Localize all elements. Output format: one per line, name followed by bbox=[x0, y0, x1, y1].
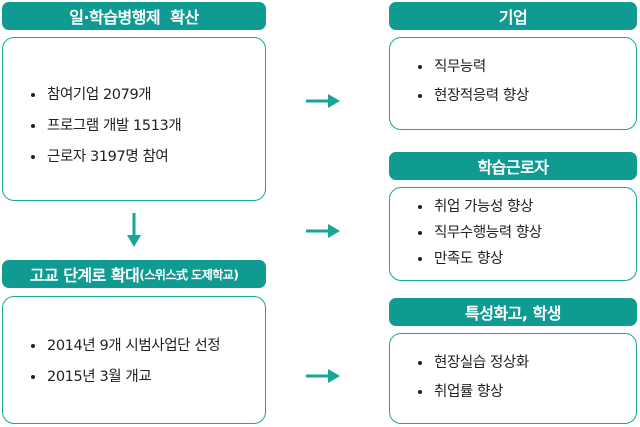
bullet-icon bbox=[31, 344, 35, 348]
bullet-icon bbox=[31, 124, 35, 128]
header-high-school-expansion-label: 고교 단계로 확대 bbox=[29, 266, 140, 285]
bullet-icon bbox=[31, 155, 35, 159]
list-company: 직무능력 현장적응력 향상 bbox=[390, 58, 636, 105]
list-item: 직무수행능력 향상 bbox=[390, 224, 636, 242]
list-item: 프로그램 개발 1513개 bbox=[3, 117, 265, 135]
header-high-school-expansion-sub: (스위스式 도제학교) bbox=[139, 267, 239, 282]
list-item: 현장적응력 향상 bbox=[390, 87, 636, 105]
list-work-learning-expansion: 참여기업 2079개 프로그램 개발 1513개 근로자 3197명 참여 bbox=[3, 86, 265, 166]
arrow-down-icon bbox=[127, 213, 141, 247]
list-item: 취업률 향상 bbox=[390, 383, 636, 401]
bullet-icon bbox=[418, 257, 422, 261]
bullet-icon bbox=[418, 205, 422, 209]
header-work-learning-expansion: 일·학습병행제 확산 bbox=[2, 2, 266, 30]
list-item: 참여기업 2079개 bbox=[3, 86, 265, 104]
bullet-icon bbox=[418, 361, 422, 365]
header-work-learning-expansion-label: 일·학습병행제 확산 bbox=[69, 8, 199, 27]
header-company: 기업 bbox=[389, 2, 637, 30]
box-learning-worker: 취업 가능성 향상 직무수행능력 향상 만족도 향상 bbox=[389, 187, 637, 281]
header-learning-worker-label: 학습근로자 bbox=[477, 158, 549, 177]
box-high-school-expansion: 2014년 9개 시범사업단 선정 2015년 3월 개교 bbox=[2, 296, 266, 424]
header-high-school-expansion: 고교 단계로 확대 (스위스式 도제학교) bbox=[2, 260, 266, 288]
arrow-right-icon bbox=[306, 224, 340, 238]
arrow-right-icon bbox=[306, 94, 340, 108]
arrow-right-icon bbox=[306, 369, 340, 383]
list-learning-worker: 취업 가능성 향상 직무수행능력 향상 만족도 향상 bbox=[390, 198, 636, 268]
header-vocational-student: 특성화고, 학생 bbox=[389, 298, 637, 326]
bullet-icon bbox=[31, 375, 35, 379]
bullet-icon bbox=[31, 93, 35, 97]
list-vocational-student: 현장실습 정상화 취업률 향상 bbox=[390, 354, 636, 401]
header-vocational-student-label: 특성화고, 학생 bbox=[465, 304, 561, 323]
list-item: 취업 가능성 향상 bbox=[390, 198, 636, 216]
list-item: 근로자 3197명 참여 bbox=[3, 148, 265, 166]
box-company: 직무능력 현장적응력 향상 bbox=[389, 37, 637, 130]
bullet-icon bbox=[418, 65, 422, 69]
header-learning-worker: 학습근로자 bbox=[389, 152, 637, 180]
bullet-icon bbox=[418, 231, 422, 235]
list-item: 현장실습 정상화 bbox=[390, 354, 636, 372]
list-item: 2015년 3월 개교 bbox=[3, 368, 265, 386]
bullet-icon bbox=[418, 94, 422, 98]
bullet-icon bbox=[418, 390, 422, 394]
list-item: 만족도 향상 bbox=[390, 250, 636, 268]
header-company-label: 기업 bbox=[498, 8, 528, 27]
list-high-school-expansion: 2014년 9개 시범사업단 선정 2015년 3월 개교 bbox=[3, 337, 265, 386]
list-item: 직무능력 bbox=[390, 58, 636, 76]
box-work-learning-expansion: 참여기업 2079개 프로그램 개발 1513개 근로자 3197명 참여 bbox=[2, 37, 266, 201]
box-vocational-student: 현장실습 정상화 취업률 향상 bbox=[389, 333, 637, 424]
list-item: 2014년 9개 시범사업단 선정 bbox=[3, 337, 265, 355]
